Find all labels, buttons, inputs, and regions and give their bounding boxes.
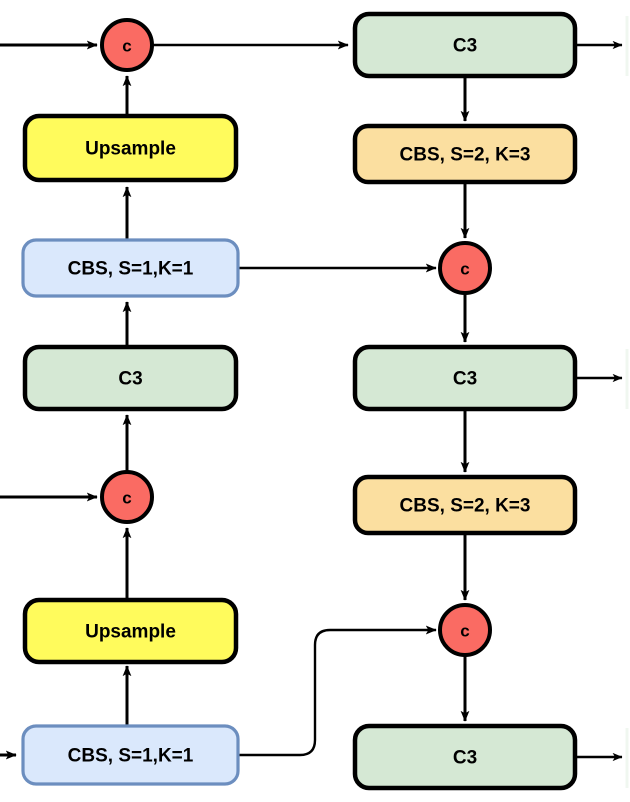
node-upsample-bottom[interactable]: Upsample	[22, 597, 239, 665]
upsample-top-shape[interactable]	[22, 113, 239, 183]
concat-right-top-label: c	[460, 260, 469, 279]
concat-mid-left-label: c	[122, 489, 131, 508]
concat-top-left-shape[interactable]	[100, 18, 154, 72]
edge-cbs-scurve-to-concat-bottom	[238, 625, 437, 757]
node-concat-mid-left[interactable]: c	[100, 470, 154, 524]
c3-right-top-label: C3	[453, 36, 477, 57]
node-concat-right-top[interactable]: c	[438, 241, 492, 295]
c3-right-mid-label: C3	[453, 369, 477, 390]
upsample-top-label: Upsample	[85, 139, 176, 160]
cbs-s2k3-top-shape[interactable]	[352, 123, 578, 185]
node-concat-top-left[interactable]: c	[100, 18, 154, 72]
concat-right-bottom-label: c	[460, 622, 469, 641]
c3-right-bottom-label: C3	[453, 748, 477, 769]
concat-right-top-shape[interactable]	[438, 241, 492, 295]
cbs-s2k3-bottom-shape[interactable]	[352, 474, 578, 536]
cbs-s1k1-top-shape[interactable]	[21, 238, 240, 298]
upsample-bottom-label: Upsample	[85, 622, 176, 643]
cbs-s2k3-top-label: CBS, S=2, K=3	[400, 145, 531, 166]
node-upsample-top[interactable]: Upsample	[22, 113, 239, 183]
concat-mid-left-shape[interactable]	[100, 470, 154, 524]
concat-right-bottom-shape[interactable]	[438, 603, 492, 657]
node-c3-right-bottom[interactable]: C3	[352, 723, 578, 791]
node-cbs-s2k3-bottom[interactable]: CBS, S=2, K=3	[352, 474, 578, 536]
node-c3-right-top[interactable]: C3	[352, 11, 578, 79]
node-concat-right-bottom[interactable]: c	[438, 603, 492, 657]
node-c3-left-mid[interactable]: C3	[22, 344, 239, 412]
c3-left-mid-shape[interactable]	[22, 344, 239, 412]
concat-top-left-label: c	[122, 37, 131, 56]
node-cbs-s1k1-bottom[interactable]: CBS, S=1,K=1	[21, 724, 240, 786]
c3-right-top-shape[interactable]	[352, 11, 578, 79]
edge-layer	[0, 40, 623, 762]
c3-right-bottom-shape[interactable]	[352, 723, 578, 791]
c3-right-mid-shape[interactable]	[352, 344, 578, 412]
cbs-s1k1-top-label: CBS, S=1,K=1	[68, 259, 194, 280]
upsample-bottom-shape[interactable]	[22, 597, 239, 665]
node-c3-right-mid[interactable]: C3	[352, 344, 578, 412]
cbs-s1k1-bottom-shape[interactable]	[21, 724, 240, 786]
node-cbs-s2k3-top[interactable]: CBS, S=2, K=3	[352, 123, 578, 185]
cbs-s2k3-bottom-label: CBS, S=2, K=3	[400, 496, 531, 517]
c3-left-mid-label: C3	[118, 369, 142, 390]
cbs-s1k1-bottom-label: CBS, S=1,K=1	[68, 746, 194, 767]
node-cbs-s1k1-top[interactable]: CBS, S=1,K=1	[21, 238, 240, 298]
